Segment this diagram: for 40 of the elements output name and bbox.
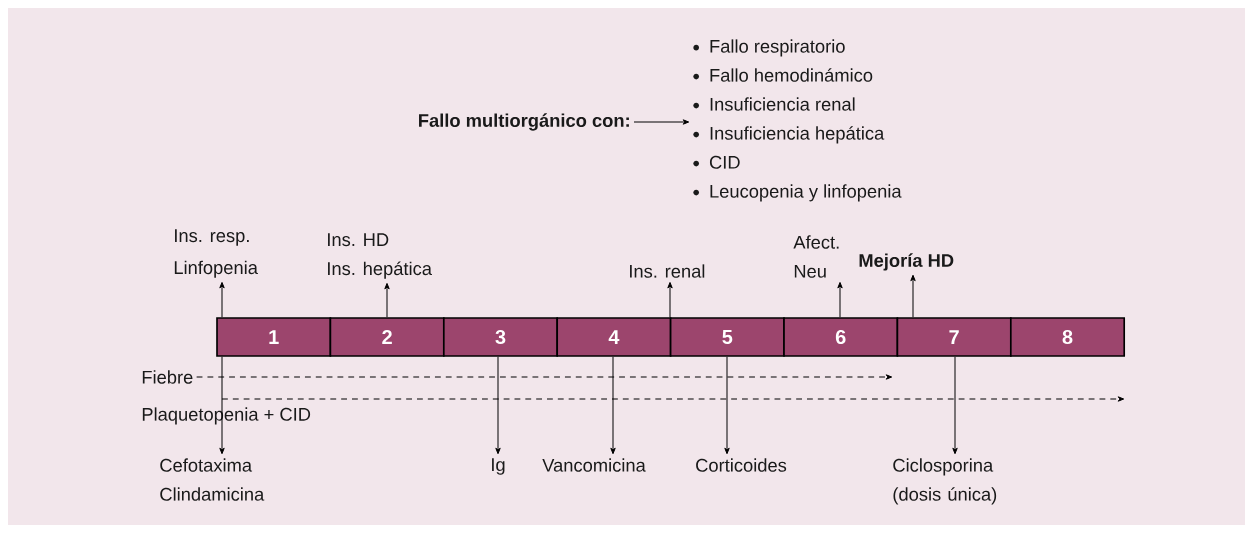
arrow [221, 396, 1125, 402]
arrow [952, 356, 958, 455]
arrow [196, 374, 893, 380]
heading-label: Fallo multiorgánico con: [419, 113, 629, 131]
timeline-cell: 6 [783, 317, 899, 357]
bullet-list: Fallo respiratorio Fallo hemodinámico Insuficiencia renal Insuficiencia hepática CID Leucopenia y linfopenia [693, 39, 902, 202]
treatment-label: Cefotaxima Clindamicina [160, 458, 265, 501]
arrow [384, 282, 390, 318]
event-label: Ins. resp. Linfopenia [174, 229, 258, 278]
timeline-cell: 7 [896, 317, 1012, 357]
arrow [610, 356, 616, 455]
node-label: CID [709, 155, 740, 169]
arrow [910, 274, 916, 318]
treatment-label: Ciclosporina (dosis única) [893, 458, 997, 505]
event-label: Mejoría HD [859, 253, 954, 271]
arrow [219, 356, 225, 455]
event-label: Afect. Neu [793, 235, 839, 278]
node-label: Insuficiencia renal [710, 97, 855, 111]
arrow [495, 356, 501, 455]
timeline-cell: 5 [669, 317, 785, 357]
treatment-label: Ig [492, 458, 505, 475]
timeline-cell: 1 [216, 317, 332, 357]
node-label: Leucopenia y linfopenia [710, 184, 902, 202]
event-label: Ins. HD Ins. hepática [328, 233, 432, 279]
timeline-cell: 8 [1009, 317, 1126, 357]
node-label: Insuficiencia hepática [710, 126, 885, 144]
arrow [724, 356, 730, 455]
arrow [667, 282, 673, 318]
node-label: Fallo respiratorio [710, 39, 845, 57]
event-label: Ins. renal [630, 264, 705, 278]
timeline-cell: 2 [329, 317, 445, 357]
arrow [837, 281, 843, 318]
timeline-cell: 4 [556, 317, 672, 357]
treatment-label: Corticoides [696, 458, 787, 472]
treatment-label: Vancomicina [542, 458, 646, 472]
arrow [219, 281, 225, 318]
node-label: Fallo hemodinámico [710, 68, 873, 82]
row-label: Fiebre [142, 370, 193, 384]
timeline-cell: 3 [442, 317, 559, 357]
arrow [633, 119, 690, 125]
